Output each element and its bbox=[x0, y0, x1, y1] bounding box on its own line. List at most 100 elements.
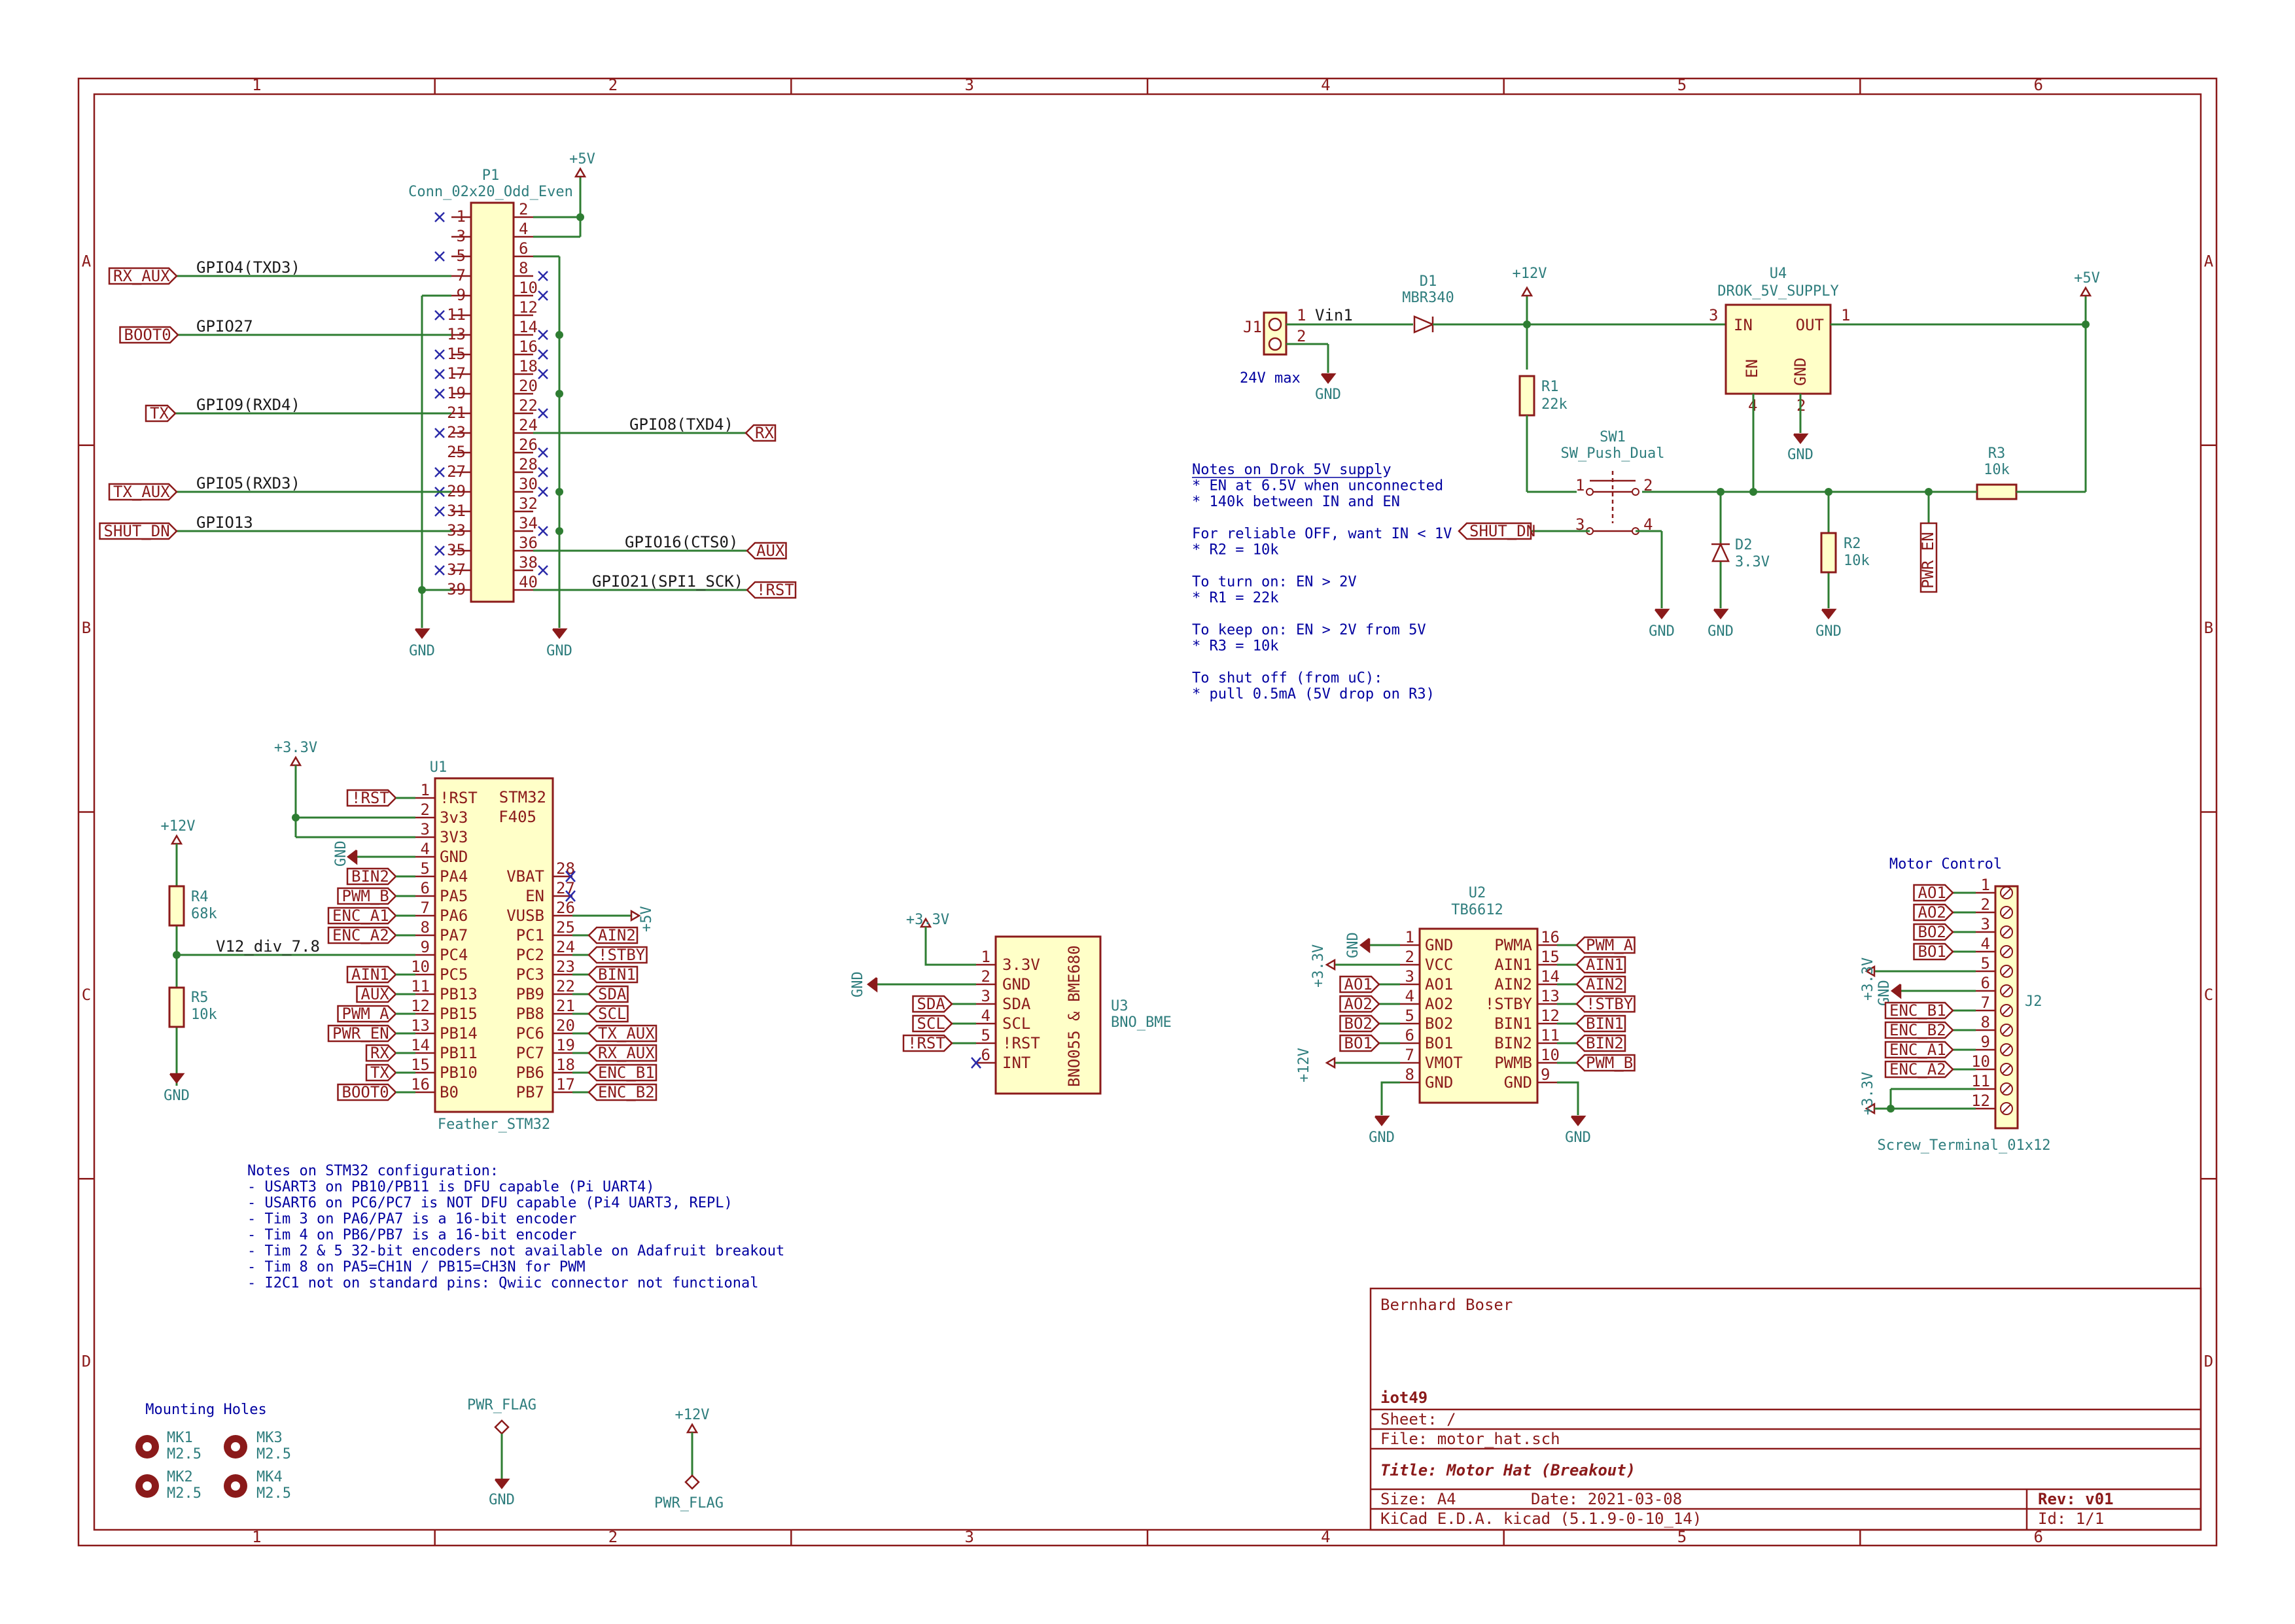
j2-pin-num: 5 bbox=[1981, 954, 1990, 973]
pwr-flag-gnd: GND bbox=[489, 1492, 515, 1508]
u1-pin-num: 3 bbox=[421, 820, 430, 838]
u2-right-label: !STBY bbox=[1586, 995, 1634, 1013]
drok-notes: Notes on Drok 5V supply* EN at 6.5V when… bbox=[1192, 462, 1452, 702]
net-vin1: Vin1 bbox=[1315, 306, 1353, 324]
p1-body bbox=[470, 201, 515, 603]
u2-body bbox=[1418, 927, 1539, 1104]
u2-left-label: AO2 bbox=[1344, 995, 1373, 1013]
u2-pin-num: 15 bbox=[1541, 948, 1560, 966]
p1-pin-30: 30 bbox=[519, 475, 538, 493]
u3-pin-num: 1 bbox=[981, 948, 990, 966]
j2-p33b: +3.3V bbox=[1860, 1072, 1876, 1115]
u2-pin-num: 6 bbox=[1405, 1026, 1414, 1045]
u2-pin-num: 16 bbox=[1541, 928, 1560, 946]
stm-note-line: - USART6 on PC6/PC7 is NOT DFU capable (… bbox=[247, 1195, 733, 1211]
j2-label: BO2 bbox=[1918, 923, 1946, 941]
r5-body bbox=[168, 986, 185, 1028]
p1-rst-port bbox=[746, 581, 797, 599]
pwr-en-label: PWR_EN bbox=[1919, 532, 1937, 589]
p1-tx-aux-label: TX_AUX bbox=[113, 483, 170, 501]
supply-p5: +5V bbox=[2074, 270, 2100, 286]
u1-pin-num: 6 bbox=[421, 879, 430, 897]
u3-ref: U3 bbox=[1111, 998, 1129, 1014]
u2-pin-num: 5 bbox=[1405, 1007, 1414, 1025]
holes-title: Mounting Holes bbox=[145, 1402, 266, 1418]
u1-pin-name: PC2 bbox=[516, 946, 544, 964]
d1-body bbox=[1413, 315, 1435, 334]
j2-title: Motor Control bbox=[1889, 856, 2002, 872]
j1-gnd: GND bbox=[1315, 387, 1341, 403]
div-p12: +12V bbox=[161, 818, 196, 835]
port-shut-dn bbox=[1458, 522, 1532, 540]
u1-pin-name: PA5 bbox=[440, 887, 468, 905]
j1-pin2: 2 bbox=[1297, 327, 1306, 345]
drok-note-line: * 140k between IN and EN bbox=[1192, 494, 1400, 510]
tb-size: Size: A4 bbox=[1380, 1490, 1456, 1508]
u4-gnd-pin: GND bbox=[1791, 358, 1810, 386]
p1-pin-23: 23 bbox=[447, 423, 466, 441]
p1-pin-8: 8 bbox=[519, 259, 528, 277]
u1-right-port bbox=[587, 926, 639, 944]
row-label-left: C bbox=[82, 986, 91, 1004]
j2-pin-num: 7 bbox=[1981, 993, 1990, 1012]
u2-pin-name: PWMA bbox=[1494, 936, 1532, 954]
p1-pin-28: 28 bbox=[519, 455, 538, 474]
u1-pin-name: 3v3 bbox=[440, 808, 468, 827]
stm-note-line: - Tim 8 on PA5=CH1N / PB15=CH3N for PWM bbox=[247, 1259, 586, 1275]
u1-pin-name: PB10 bbox=[440, 1063, 478, 1082]
col-label-top: 6 bbox=[2033, 76, 2042, 94]
u1-pin-name: PC6 bbox=[516, 1024, 544, 1043]
u2-pin-num: 14 bbox=[1541, 967, 1560, 986]
connector-p1[interactable]: P1 Conn_02x20_Odd_Even 13579111315171921… bbox=[175, 151, 747, 659]
p1-pin-12: 12 bbox=[519, 298, 538, 317]
u2-gnd-bottom-right: GND bbox=[1565, 1130, 1591, 1146]
u1-pin-num: 16 bbox=[411, 1075, 430, 1094]
u1-right-port bbox=[587, 1044, 657, 1062]
u1-right-port bbox=[587, 1024, 657, 1043]
p1-aux-label: AUX bbox=[756, 542, 785, 560]
u3-body bbox=[994, 935, 1102, 1095]
col-label-top: 5 bbox=[1677, 76, 1687, 94]
r4-body bbox=[168, 885, 185, 927]
mk4-value: M2.5 bbox=[256, 1485, 291, 1502]
u2-right-port bbox=[1575, 1054, 1636, 1072]
d2-body bbox=[1711, 542, 1730, 562]
u1-pin-num: 17 bbox=[556, 1075, 575, 1094]
p1-pin-31: 31 bbox=[447, 502, 466, 520]
div-gnd: GND bbox=[164, 1088, 190, 1104]
u1-pin-name: !RST bbox=[440, 789, 478, 807]
j2-port bbox=[1884, 1021, 1954, 1039]
shut-dn-label: SHUT_DN bbox=[1469, 522, 1535, 540]
u2-ports: AO1AO2BO2BO1PWM_AAIN1AIN2!STBYBIN1BIN2PW… bbox=[1339, 936, 1636, 1072]
sw1-gnd: GND bbox=[1649, 623, 1675, 640]
u2-gnd-left: GND bbox=[1345, 932, 1361, 958]
p1-gnd-right-symbol bbox=[552, 628, 568, 640]
p1-pin-37: 37 bbox=[447, 561, 466, 579]
j2-pin-num: 3 bbox=[1981, 915, 1990, 933]
p1-pin-9: 9 bbox=[457, 286, 466, 304]
tb-tool: KiCad E.D.A. kicad (5.1.9-0-10_14) bbox=[1380, 1510, 1702, 1528]
p1-pin-18: 18 bbox=[519, 357, 538, 375]
sw1-value: SW_Push_Dual bbox=[1561, 445, 1665, 462]
d2-gnd: GND bbox=[1708, 623, 1734, 640]
u1-pin-num: 7 bbox=[421, 899, 430, 917]
u1-title1: STM32 bbox=[499, 788, 546, 806]
u3-label: SCL bbox=[917, 1014, 945, 1033]
sw1-ref: SW1 bbox=[1600, 429, 1626, 445]
u1-pin-num: 19 bbox=[556, 1036, 575, 1054]
p1-rst-label: !RST bbox=[756, 581, 794, 599]
u2-pin-name: BIN1 bbox=[1494, 1014, 1532, 1033]
tb-project: iot49 bbox=[1380, 1389, 1428, 1407]
p1-pin-27: 27 bbox=[447, 462, 466, 481]
u1-pin-num: 21 bbox=[556, 997, 575, 1015]
u3-label: SDA bbox=[917, 995, 946, 1013]
u2-left-label: AO1 bbox=[1344, 975, 1373, 993]
u4-out: OUT bbox=[1796, 316, 1824, 334]
